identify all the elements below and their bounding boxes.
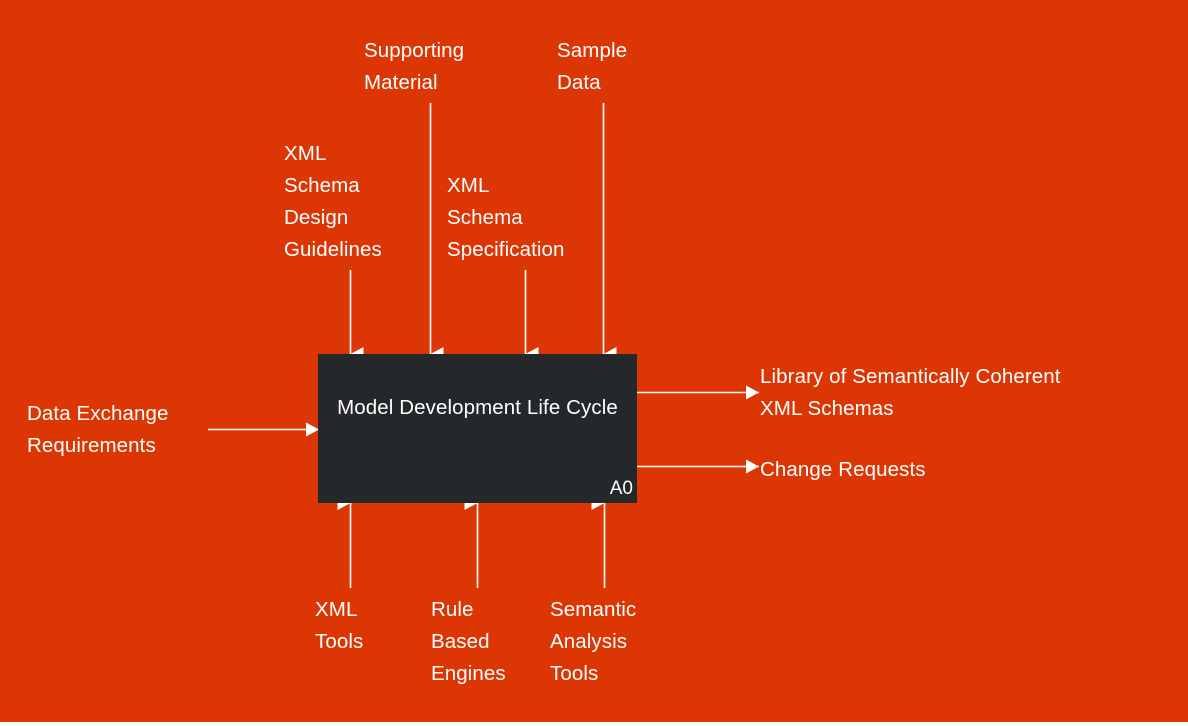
mechanism-label-rule-based-engines: Rule Based Engines xyxy=(431,598,506,685)
process-node-code: A0 xyxy=(609,478,633,499)
output-label-library-of-semantically-coherent-xml-schemas: Library of Semantically Coherent XML Sch… xyxy=(760,365,1061,420)
control-label-supporting-material: Supporting Material xyxy=(364,39,465,94)
mechanism-label-semantic-analysis-tools: Semantic Analysis Tools xyxy=(550,598,637,685)
control-label-sample-data: Sample Data xyxy=(557,39,628,94)
process-box-a0[interactable]: Model Development Life Cycle A0 xyxy=(318,354,637,503)
input-label-data-exchange-requirements: Data Exchange Requirements xyxy=(27,402,169,457)
mechanism-label-xml-tools: XML Tools xyxy=(315,598,364,653)
bottom-white-strip xyxy=(0,722,1188,726)
control-label-xml-schema-specification: XML Schema Specification xyxy=(447,174,565,261)
output-label-change-requests: Change Requests xyxy=(760,458,926,481)
control-label-xml-schema-design-guidelines: XML Schema Design Guidelines xyxy=(284,142,382,261)
process-title: Model Development Life Cycle xyxy=(337,396,618,419)
